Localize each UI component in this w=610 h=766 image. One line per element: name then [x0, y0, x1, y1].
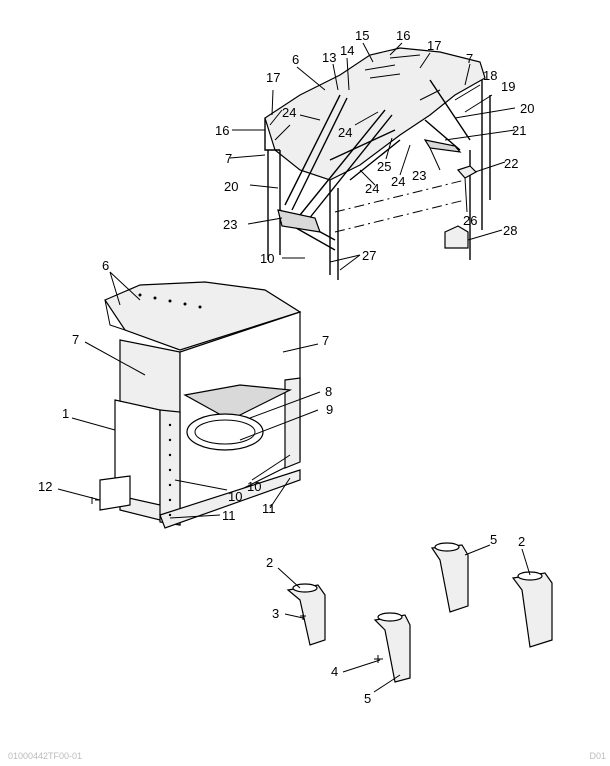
callout-16-left: 16 — [215, 123, 229, 138]
callout-27: 27 — [362, 248, 376, 263]
callout-7: 7 — [466, 51, 473, 66]
bracket-2-right — [511, 571, 553, 648]
callout-22: 22 — [504, 156, 518, 171]
callout-24-mid: 24 — [338, 125, 352, 140]
callout-10-lower: 10 — [228, 489, 242, 504]
callout-11: 11 — [222, 508, 236, 523]
callout-4: 4 — [331, 664, 338, 679]
callout-17-left: 17 — [266, 70, 280, 85]
callout-17: 17 — [427, 38, 441, 53]
leader-lines — [57, 42, 531, 693]
callout-23-left: 23 — [223, 217, 237, 232]
bracket-5-right — [430, 542, 469, 613]
callout-23: 23 — [412, 168, 426, 183]
callout-2-left: 2 — [266, 555, 273, 570]
callout-2-right: 2 — [518, 534, 525, 549]
callout-7-lower-right: 7 — [322, 333, 329, 348]
callout-20-left: 20 — [224, 179, 238, 194]
screw-12 — [91, 497, 100, 504]
callout-21: 21 — [512, 123, 526, 138]
callout-7-lower-left: 7 — [72, 332, 79, 347]
callout-5-right: 5 — [490, 532, 497, 547]
callout-labels: 16 17 15 14 13 6 7 18 19 17 24 20 16 24 … — [38, 28, 534, 706]
screw-4 — [374, 655, 383, 663]
figure-code: D01 — [589, 751, 606, 761]
callout-11-right: 11 — [262, 501, 276, 516]
callout-14: 14 — [340, 43, 354, 58]
callout-26: 26 — [463, 213, 477, 228]
callout-6: 6 — [292, 52, 299, 67]
callout-20: 20 — [520, 101, 534, 116]
callout-24-bottom: 24 — [365, 181, 379, 196]
cab-body-assembly — [99, 281, 302, 529]
screw-3 — [300, 612, 306, 620]
callout-24-lower: 24 — [391, 174, 405, 189]
bracket-2-left — [286, 583, 326, 646]
callout-1: 1 — [62, 406, 69, 421]
rivet-dots — [168, 423, 172, 517]
callout-10-right: 10 — [247, 479, 261, 494]
callout-12: 12 — [38, 479, 52, 494]
callout-28: 28 — [503, 223, 517, 238]
bracket-5-left — [373, 612, 411, 683]
callout-3: 3 — [272, 606, 279, 621]
figure-id: 01000442TF00-01 — [8, 751, 83, 761]
callout-24: 24 — [282, 105, 296, 120]
callout-6-lower: 6 — [102, 258, 109, 273]
callout-8: 8 — [325, 384, 332, 399]
callout-9: 9 — [326, 402, 333, 417]
callout-19: 19 — [501, 79, 515, 94]
callout-5-left: 5 — [364, 691, 371, 706]
callout-18: 18 — [483, 68, 497, 83]
callout-7-left: 7 — [225, 151, 232, 166]
callout-16: 16 — [396, 28, 410, 43]
callout-13: 13 — [322, 50, 336, 65]
callout-15: 15 — [355, 28, 369, 43]
callout-25: 25 — [377, 159, 391, 174]
callout-10-top: 10 — [260, 251, 274, 266]
